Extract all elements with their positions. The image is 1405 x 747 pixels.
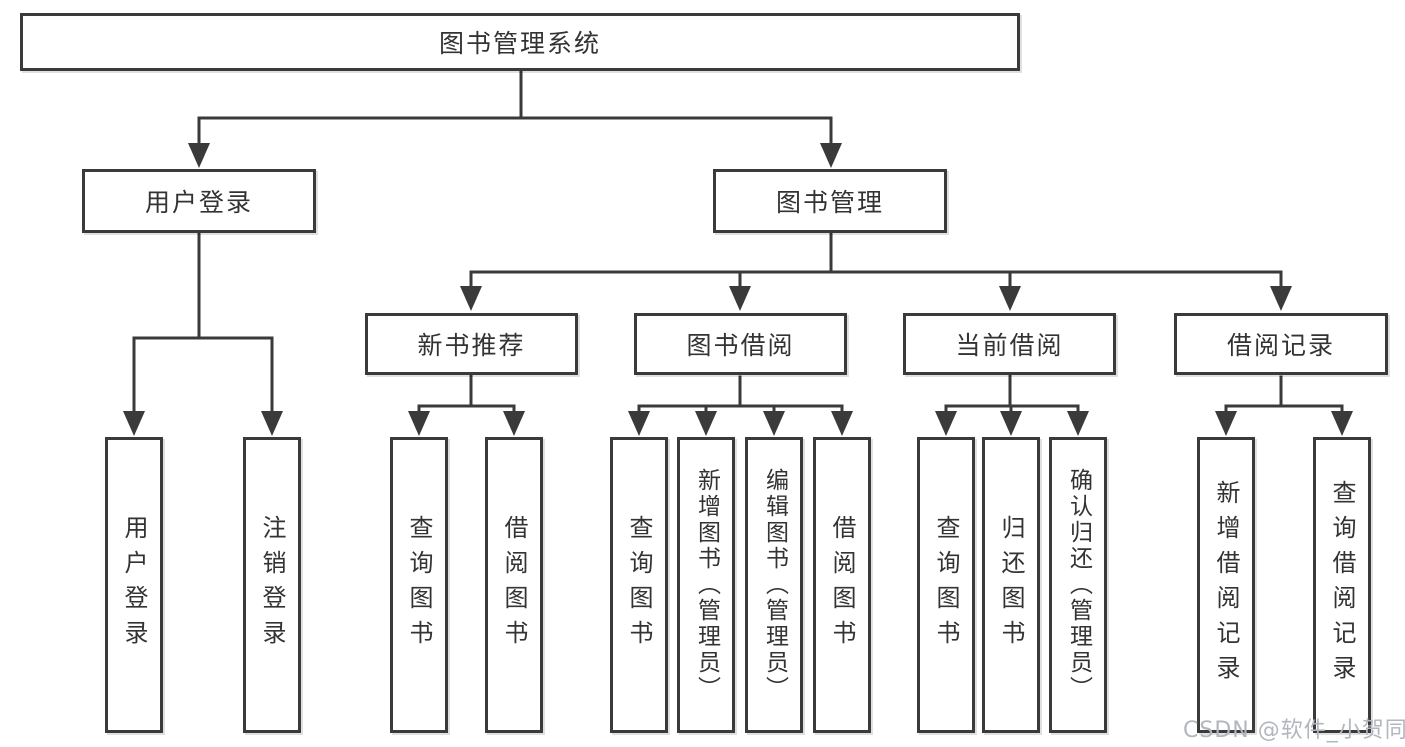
leaf-recommend-borrow-book: 借阅图书 — [485, 437, 543, 733]
csdn-watermark: CSDN @软件_小贺同学 — [1183, 718, 1405, 743]
leaf-borrow-query-book: 查询图书 — [610, 437, 668, 733]
leaf-current-query-book: 查询图书 — [917, 437, 975, 733]
leaf-records-query-record-label: 查询借阅记录 — [1328, 480, 1356, 690]
leaf-borrow-borrow-book-label: 借阅图书 — [828, 515, 856, 655]
leaf-logout: 注销登录 — [243, 437, 301, 733]
leaf-borrow-borrow-book: 借阅图书 — [813, 437, 871, 733]
leaf-borrow-edit-book-admin: 编辑图书（管理员） — [745, 437, 803, 733]
arrowheads — [123, 143, 1353, 436]
leaf-borrow-query-book-label: 查询图书 — [625, 515, 653, 655]
node-borrow-records: 借阅记录 — [1174, 313, 1388, 375]
leaf-recommend-query-book: 查询图书 — [390, 437, 448, 733]
leaf-borrow-edit-book-admin-label: 编辑图书（管理员） — [761, 468, 788, 702]
leaf-records-query-record: 查询借阅记录 — [1313, 437, 1371, 733]
node-book-borrow: 图书借阅 — [634, 313, 847, 375]
node-current-borrow: 当前借阅 — [903, 313, 1116, 375]
leaf-recommend-borrow-book-label: 借阅图书 — [500, 515, 528, 655]
leaf-user-login: 用户登录 — [105, 437, 163, 733]
leaf-records-add-record: 新增借阅记录 — [1197, 437, 1255, 733]
node-new-book-recommend: 新书推荐 — [365, 313, 578, 375]
leaf-logout-label: 注销登录 — [258, 515, 286, 655]
leaf-borrow-add-book-admin-label: 新增图书（管理员） — [693, 468, 720, 702]
leaf-current-confirm-return-admin: 确认归还（管理员） — [1049, 437, 1107, 733]
leaf-recommend-query-book-label: 查询图书 — [405, 515, 433, 655]
node-root: 图书管理系统 — [20, 13, 1020, 71]
leaf-records-add-record-label: 新增借阅记录 — [1212, 480, 1240, 690]
node-user-login: 用户登录 — [82, 169, 316, 233]
leaf-current-query-book-label: 查询图书 — [932, 515, 960, 655]
leaf-user-login-label: 用户登录 — [120, 515, 148, 655]
leaf-current-confirm-return-admin-label: 确认归还（管理员） — [1065, 468, 1092, 702]
node-book-manage: 图书管理 — [713, 169, 947, 233]
leaf-borrow-add-book-admin: 新增图书（管理员） — [677, 437, 735, 733]
leaf-current-return-book: 归还图书 — [982, 437, 1040, 733]
leaf-current-return-book-label: 归还图书 — [997, 515, 1025, 655]
